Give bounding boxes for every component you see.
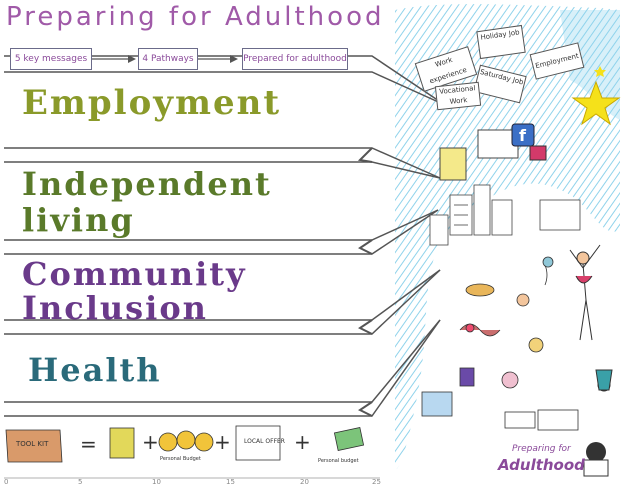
pathway-health: Health xyxy=(28,351,162,389)
ruler-label: 20 xyxy=(300,478,309,486)
city-sketch xyxy=(429,184,581,246)
note-vocational-work: Vocational Work xyxy=(434,81,482,111)
sky-scribble xyxy=(395,4,620,470)
logo-title: Adulthood xyxy=(498,456,585,474)
flow-arrow-icon xyxy=(198,55,238,63)
flow-step-prepared: Prepared for adulthood xyxy=(242,48,348,70)
page-title: Preparing for Adulthood xyxy=(6,2,385,32)
social-icon xyxy=(529,145,547,161)
pathway-independent-living-line2: living xyxy=(22,201,135,239)
logo-figure-icon xyxy=(586,442,606,462)
local-offer-label: LOCAL OFFER xyxy=(244,438,285,445)
plus-sign-3: + xyxy=(294,430,311,454)
tablet-icon xyxy=(439,147,467,181)
pound-coins-label: Personal Budget xyxy=(160,456,201,462)
ruler-label: 5 xyxy=(78,478,83,486)
plus-sign-2: + xyxy=(214,430,231,454)
community-sketch xyxy=(421,256,579,431)
ruler-label: 15 xyxy=(226,478,235,486)
pathway-arrows xyxy=(4,55,446,417)
flow-step-key-messages: 5 key messages xyxy=(10,48,92,70)
ruler-label: 10 xyxy=(152,478,161,486)
star-icon xyxy=(571,80,621,126)
ruler-label: 25 xyxy=(372,478,381,486)
ruler-label: 0 xyxy=(4,478,9,486)
personal-budget-label: Personal budget xyxy=(318,458,359,464)
dancer-sketch xyxy=(569,244,613,392)
toolkit-sketch xyxy=(5,425,365,463)
pathway-community-inclusion: Community xyxy=(22,255,247,293)
plus-sign-1: + xyxy=(142,430,159,454)
pathway-employment: Employment xyxy=(22,83,282,123)
logo-text: Preparing for xyxy=(512,444,571,454)
toolkit-box-label: TOOL KIT xyxy=(16,440,49,448)
pathway-independent-living: Independent xyxy=(22,165,272,203)
pathway-community-inclusion-line2: Inclusion xyxy=(22,289,208,327)
facebook-icon xyxy=(511,123,535,147)
flow-arrow-icon xyxy=(92,55,136,63)
equals-sign: = xyxy=(80,432,97,456)
flow-step-pathways: 4 Pathways xyxy=(138,48,198,70)
svg-text:f: f xyxy=(519,126,527,145)
